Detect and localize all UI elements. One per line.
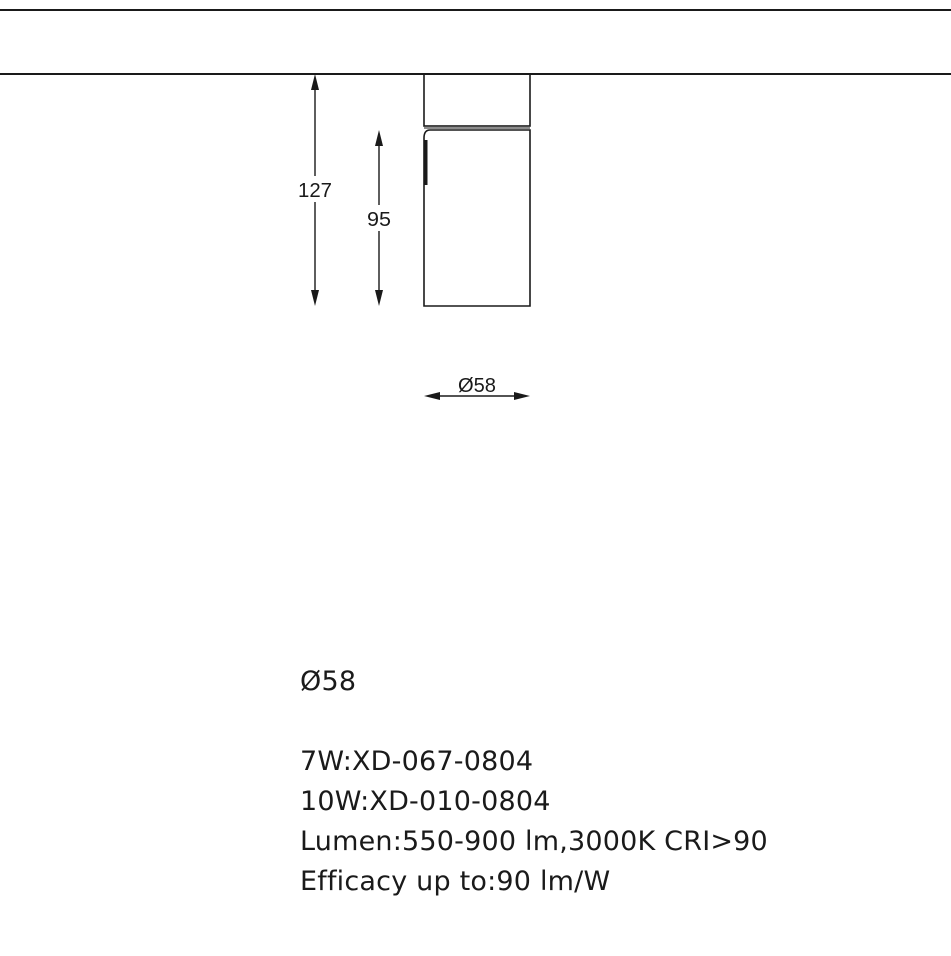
dimension-95: 95	[366, 130, 392, 306]
spec-line-efficacy: Efficacy up to:90 lm/W	[300, 866, 611, 897]
fixture-mount	[423, 73, 531, 127]
dimension-label-127: 127	[298, 180, 332, 202]
dimension-label-95: 95	[367, 209, 391, 231]
dimension-127: 127	[296, 74, 332, 306]
dimension-diameter: Ø58	[424, 375, 530, 400]
spec-line-lumen: Lumen:550-900 lm,3000K CRI>90	[300, 826, 768, 857]
technical-drawing: 127 95 Ø58	[0, 9, 951, 400]
spec-block: Ø58 7W:XD-067-0804 10W:XD-010-0804 Lumen…	[300, 662, 920, 902]
fixture-body	[423, 129, 531, 307]
spec-diameter: Ø58	[300, 666, 357, 697]
fixture-outline	[423, 73, 531, 307]
dimension-label-diameter: Ø58	[458, 375, 496, 397]
spec-line-7w: 7W:XD-067-0804	[300, 746, 534, 777]
spec-line-10w: 10W:XD-010-0804	[300, 786, 551, 817]
